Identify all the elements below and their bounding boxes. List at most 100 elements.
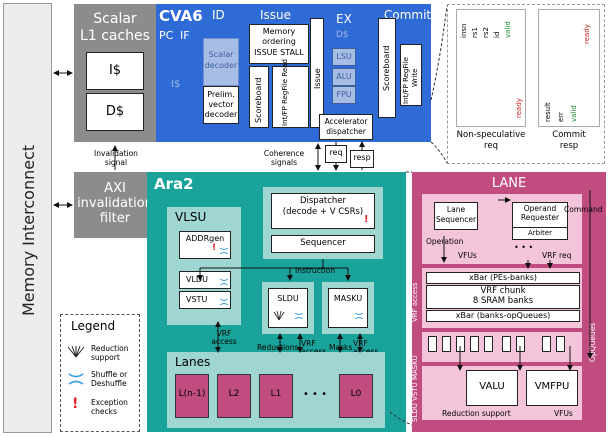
- shuffle-icon: [220, 248, 228, 254]
- sequencer: Sequencer: [271, 235, 375, 253]
- axi-label-1: AXI: [104, 181, 126, 196]
- prelim-label-2: vector: [208, 100, 234, 109]
- legend-exception-1: Exception: [91, 398, 128, 407]
- cva6-core: CVA6 PC IF I$ ID Issue EX Commit Scalar …: [156, 4, 431, 142]
- lane-seq-label-1: Lane: [446, 205, 466, 214]
- sldu-label: SLDU: [277, 294, 299, 303]
- nonspec-req-box: insn rs1 rs2 id valid ready: [456, 9, 526, 127]
- alu-label: ALU: [336, 72, 352, 81]
- lane-detail: LANE Lane Sequencer Operand Requester Ar…: [411, 172, 606, 432]
- vfu-section: VALU VMFPU Reduction support VFUs: [422, 366, 582, 420]
- axi-label-3: filter: [99, 211, 131, 226]
- scoreboard-commit: Scoreboard: [378, 18, 396, 118]
- opqueue-5: [484, 336, 493, 352]
- lane-title: LANE: [491, 176, 527, 191]
- nonspec-label-2: req: [484, 141, 498, 151]
- memory-interconnect: Memory Interconnect: [3, 3, 52, 433]
- nonspec-label-1: Non-speculative: [456, 130, 526, 140]
- axi-invalidation-filter: AXI invalidation filter: [74, 172, 156, 238]
- shuffle-icon: [355, 313, 363, 319]
- opqueue-8: [542, 336, 551, 352]
- invalidation-label-1: Invalidation: [94, 149, 138, 158]
- command-label: Command: [564, 205, 603, 214]
- lane-sequencer: Lane Sequencer: [434, 202, 478, 230]
- masku-label: MASKU: [333, 294, 363, 303]
- legend: Legend Reduction support Shuffle or Desh…: [60, 314, 140, 432]
- req-box: req: [325, 145, 347, 163]
- operation-label: Operation: [426, 237, 464, 246]
- lsu: LSU: [332, 48, 356, 66]
- vlsu-title: VLSU: [175, 210, 207, 224]
- cva6-title: CVA6: [159, 7, 203, 25]
- vfus-bottom-label: VFUs: [554, 409, 573, 418]
- scalar-decoder-label-1: Scalar: [208, 50, 234, 59]
- resp-box: resp: [350, 150, 374, 168]
- dispatcher-block: Dispatcher (decode + V CSRs) ! Sequencer: [263, 187, 383, 259]
- operand-req-label-2: Requester: [520, 213, 560, 222]
- if-cache: I$: [171, 79, 181, 90]
- legend-reduction-2: support: [91, 353, 120, 362]
- addrgen-label: ADDRgen: [185, 234, 225, 243]
- ara2: Ara2 Dispatcher (decode + V CSRs) ! Sequ…: [147, 172, 406, 432]
- legend-exception-2: checks: [91, 407, 117, 416]
- reduction-icon: [66, 345, 86, 359]
- sldu: SLDU: [268, 288, 308, 328]
- exception-icon: !: [212, 243, 217, 253]
- vrf-section: xBar (PEs-banks) VRF chunk 8 SRAM banks …: [422, 268, 582, 328]
- resp-label: resp: [353, 153, 371, 162]
- lane-2-label: L2: [228, 389, 240, 399]
- regfile-write: Int/FP RegFile Write: [400, 44, 422, 106]
- lanes-ellipsis: • • •: [302, 389, 328, 400]
- opqueue-2: [442, 336, 451, 352]
- masku-block: MASKU: [322, 282, 374, 334]
- invalidation-label-2: signal: [104, 158, 128, 167]
- scalar-l1-caches: Scalar L1 caches I$ D$: [74, 4, 156, 142]
- shuffle-icon: [68, 373, 84, 385]
- opqueue-6: [502, 336, 511, 352]
- accelerator-dispatcher: Accelerator dispatcher: [319, 114, 373, 140]
- vlsu-block: VLSU ADDRgen ! VLDU VSTU: [167, 207, 241, 325]
- scalar-decoder-label-2: decoder: [204, 61, 238, 70]
- lane-n-1: L(n-1): [175, 374, 209, 418]
- exception-icon: !: [72, 396, 79, 412]
- vrf-req-label: VRF req: [542, 251, 572, 260]
- operand-req-label-1: Operand: [523, 204, 557, 213]
- vfus-label: VFUs: [458, 251, 477, 260]
- lane-1: L1: [259, 374, 293, 418]
- vlsu-vrf-access-1: VRF: [216, 329, 232, 338]
- legend-shuffle-1: Shuffle or: [91, 370, 128, 379]
- regfile-read: Int/FP RegFile Read: [272, 59, 309, 128]
- legend-title: Legend: [71, 319, 116, 333]
- scalar-decoder: Scalar decoder: [203, 38, 239, 86]
- scalar-l1-title-1: Scalar: [93, 11, 137, 27]
- addrgen: ADDRgen !: [179, 231, 231, 259]
- vmfpu-label: VMFPU: [534, 381, 570, 392]
- lane-0-label: L0: [350, 389, 362, 399]
- shuffle-icon: [220, 279, 228, 285]
- sldu-vrf-access: VRF access: [301, 339, 326, 356]
- req-label: req: [329, 148, 343, 157]
- coherence-label-2: signals: [270, 158, 298, 167]
- prelim-label-1: Prelim.: [207, 90, 235, 99]
- operand-requester: Operand Requester Arbiter: [512, 202, 568, 240]
- pc-label: PC: [159, 29, 174, 42]
- alu: ALU: [332, 68, 356, 86]
- lane-1-label: L1: [270, 389, 282, 399]
- xbar-pes-label: xBar (PEs-banks): [469, 273, 537, 282]
- shuffle-icon: [220, 299, 228, 305]
- dcache: D$: [86, 93, 144, 131]
- lane-seq-label-2: Sequencer: [435, 215, 477, 224]
- scalar-l1-title-2: L1 caches: [80, 28, 150, 44]
- arbiter: Arbiter: [513, 227, 567, 239]
- cva6-ara-interface: insn rs1 rs2 id valid ready Non-speculat…: [447, 4, 605, 164]
- issue-label: Issue: [260, 8, 292, 22]
- accel-label-1: Accelerator: [324, 117, 368, 126]
- commit-label-1: Commit: [552, 130, 586, 140]
- vldu-label: VLDU: [186, 275, 208, 284]
- lane-2: L2: [217, 374, 251, 418]
- xbar-banks-opqueues: xBar (banks-opQueues): [426, 310, 580, 322]
- opqueue-1: [428, 336, 437, 352]
- vstu-label: VSTU: [186, 295, 208, 304]
- reduction-icon: [273, 311, 285, 321]
